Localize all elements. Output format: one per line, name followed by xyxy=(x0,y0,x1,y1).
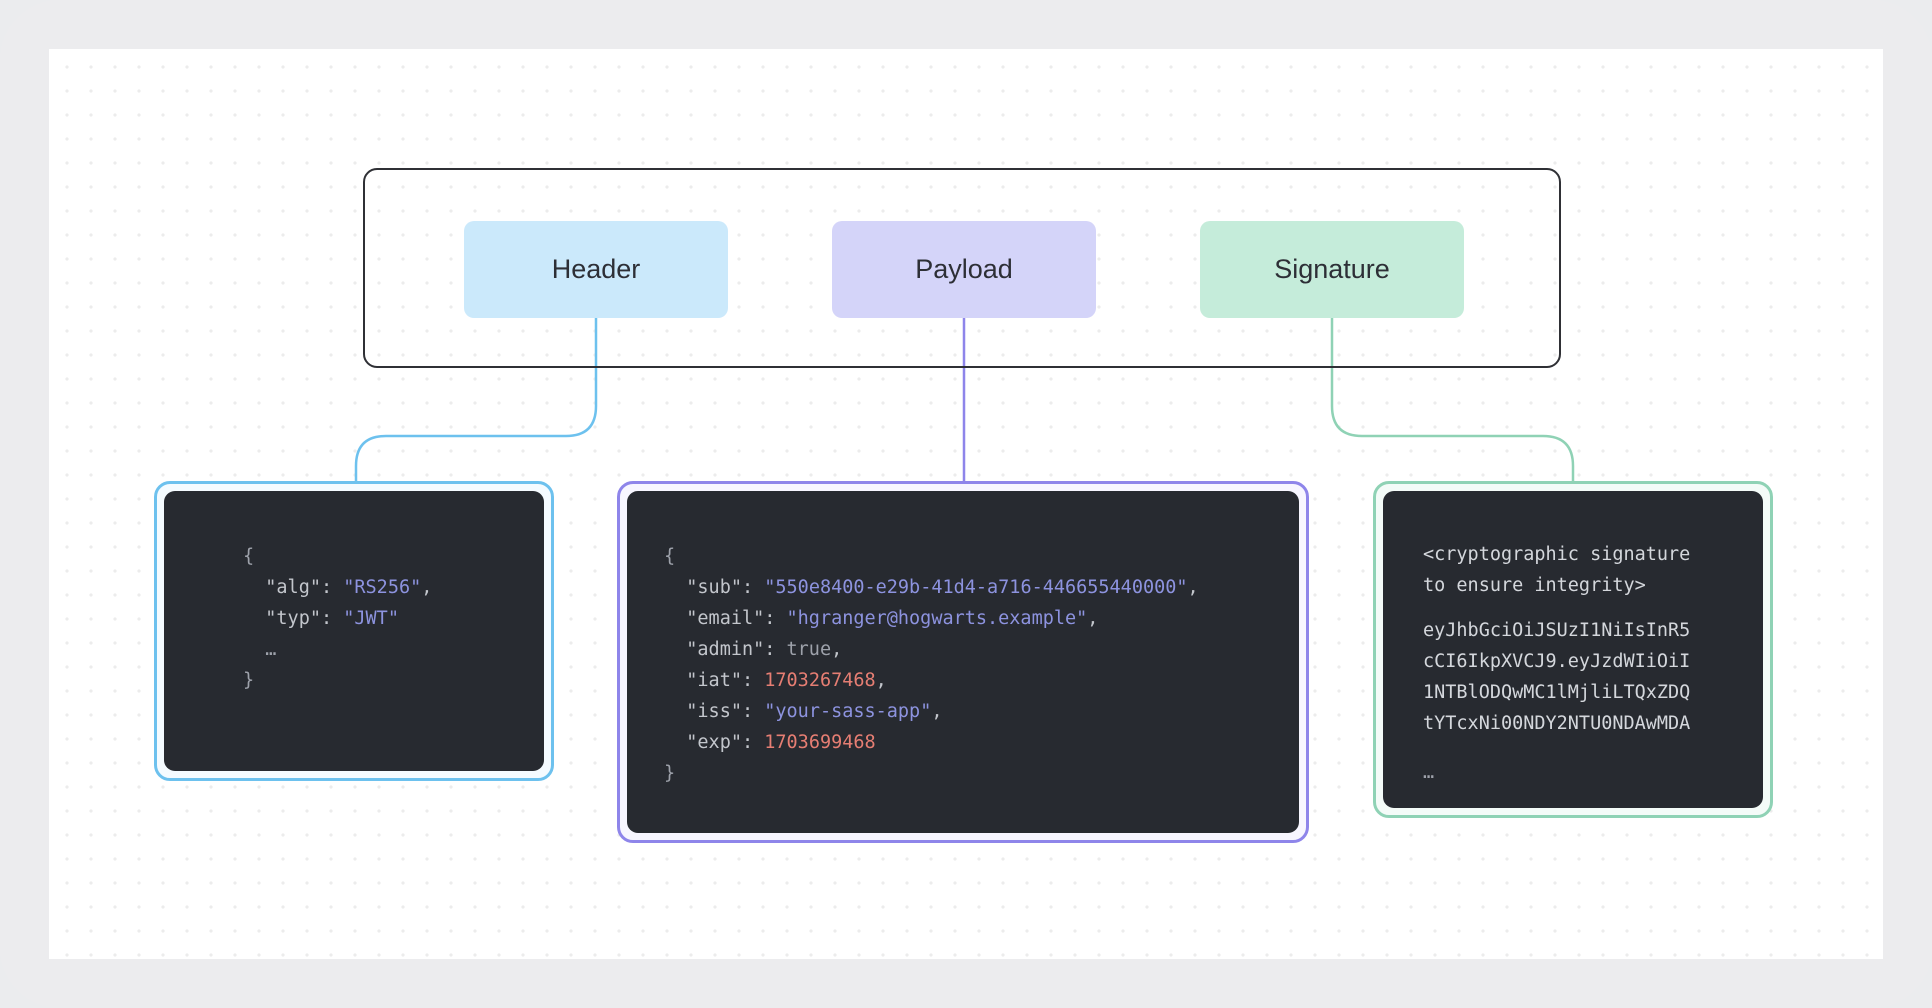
brace-open: { xyxy=(243,546,255,567)
signature-ellipsis: … xyxy=(1423,762,1435,783)
token-line: eyJhbGciOiJSUzI1NiIsInR5 xyxy=(1423,620,1691,641)
sub-value: "550e8400-e29b-41d4-a716-446655440000" xyxy=(764,577,1188,598)
admin-value: true xyxy=(786,639,832,660)
admin-key: "admin" xyxy=(686,639,765,660)
header-node-label: Header xyxy=(551,254,641,284)
email-key: "email" xyxy=(686,608,765,629)
header-connector xyxy=(354,318,598,481)
email-value: "hgranger@hogwarts.example" xyxy=(786,608,1088,629)
exp-value: 1703699468 xyxy=(764,732,876,753)
token-line: tYTcxNi00NDY2NTU0NDAwMDA xyxy=(1423,713,1691,734)
typ-key: "typ" xyxy=(265,608,321,629)
iat-key: "iat" xyxy=(686,670,742,691)
signature-code-card: <cryptographic signature to ensure integr… xyxy=(1373,481,1773,818)
sub-key: "sub" xyxy=(686,577,742,598)
token-line: cCI6IkpXVCJ9.eyJzdWIiOiI xyxy=(1423,651,1691,672)
token-line: 1NTBlODQwMC1lMjliLTQxZDQ xyxy=(1423,682,1691,703)
signature-code-block: <cryptographic signature to ensure integr… xyxy=(1383,491,1763,808)
alg-value: "RS256" xyxy=(343,577,422,598)
header-code-block: { "alg": "RS256", "typ": "JWT" …} xyxy=(164,491,544,771)
payload-node-label: Payload xyxy=(915,254,1013,284)
jwt-container xyxy=(363,168,1561,368)
iat-value: 1703267468 xyxy=(764,670,876,691)
payload-code-card: { "sub": "550e8400-e29b-41d4-a716-446655… xyxy=(617,481,1309,843)
alg-key: "alg" xyxy=(265,577,321,598)
signature-node-label: Signature xyxy=(1274,254,1390,284)
signature-comment-line-2: to ensure integrity> xyxy=(1423,575,1646,596)
signature-connector xyxy=(1330,318,1575,481)
signature-comment-line-1: <cryptographic signature xyxy=(1423,544,1691,565)
signature-node: Signature xyxy=(1200,221,1464,318)
brace-open: { xyxy=(664,546,676,567)
header-ellipsis: … xyxy=(265,639,277,660)
payload-node: Payload xyxy=(832,221,1096,318)
header-node: Header xyxy=(464,221,728,318)
brace-close: } xyxy=(243,670,255,691)
payload-code-block: { "sub": "550e8400-e29b-41d4-a716-446655… xyxy=(627,491,1299,833)
iss-value: "your-sass-app" xyxy=(764,701,932,722)
iss-key: "iss" xyxy=(686,701,742,722)
exp-key: "exp" xyxy=(686,732,742,753)
brace-close: } xyxy=(664,763,676,784)
header-code-card: { "alg": "RS256", "typ": "JWT" …} xyxy=(154,481,554,781)
typ-value: "JWT" xyxy=(343,608,399,629)
